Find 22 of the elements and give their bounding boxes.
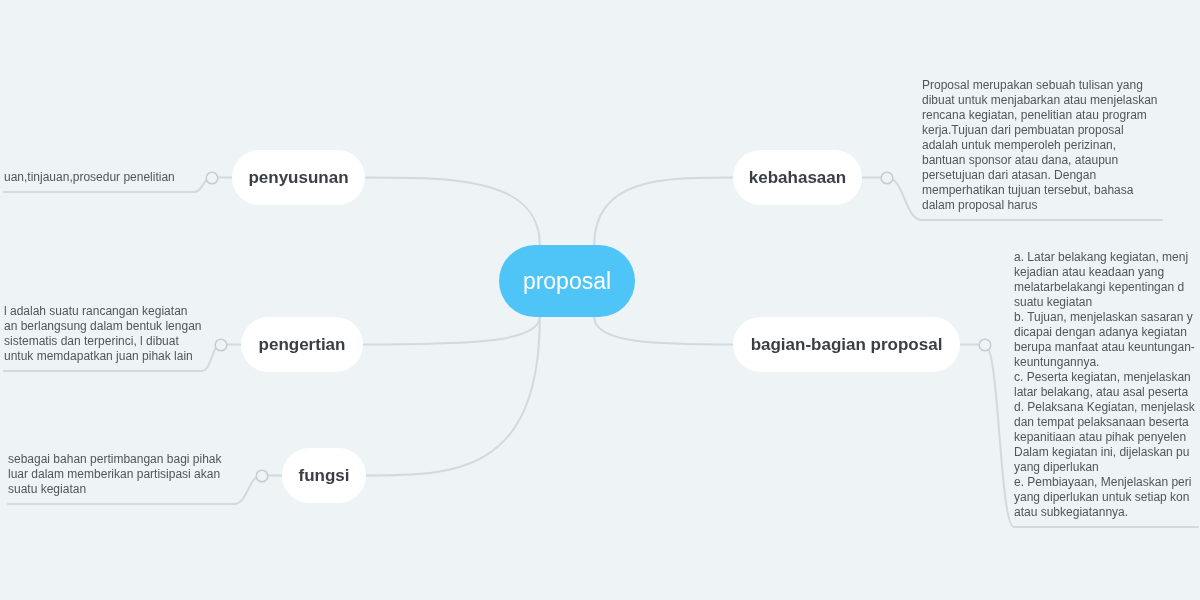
note-text: sebagai bahan pertimbangan bagi pihak luar dalam memberikan partisipasi akan suatu kegiatan [8,452,223,497]
topic-label: fungsi [298,465,350,486]
connector-line [593,316,734,346]
connector-line [593,176,734,246]
note-text: Proposal merupakan sebuah tulisan yang dibuat untuk menjabarkan atau menjelaskan rencana kegiatan, penelitian atau program kerja.Tujuan dari pembuatan proposal adalah untuk memperoleh perizinan, bantuan sponsor atau dana, ataupun persetujuan dari atasan. Dengan memperhatikan tujuan tersebut, bahasa dalam proposal harus [922,78,1159,213]
topic-label: pengertian [258,334,346,355]
topic-label: bagian-bagian proposal [750,334,943,355]
topic-label: kebahasaan [748,167,847,188]
note-text: uan,tinjauan,prosedur penelitian [4,170,176,185]
connector-line [364,176,541,246]
connector-line [3,343,242,372]
note-text: e. Pembiayaan, Menjelaskan peri yang diperlukan untuk setiap kon atau subkegiatannya. [1014,475,1193,520]
connector-line [7,474,283,505]
connector-line [959,343,1199,528]
topic-label: proposal [522,267,612,295]
connector-line [3,176,233,193]
connector-line [365,316,541,477]
note-text: b. Tujuan, menjelaskan sasaran y dicapai dengan adanya kegiatan berupa manfaat atau keuntungan-keuntungannya. [1014,310,1196,370]
note-text: l adalah suatu rancangan kegiatan an berlangsung dalam bentuk lengan sistematis dan terperinci, l dibuat untuk memdapatkan juan pihak lain [4,304,202,364]
topic-label: penyusunan [248,167,349,188]
connector-line [861,176,1163,221]
connector-line [362,316,541,346]
